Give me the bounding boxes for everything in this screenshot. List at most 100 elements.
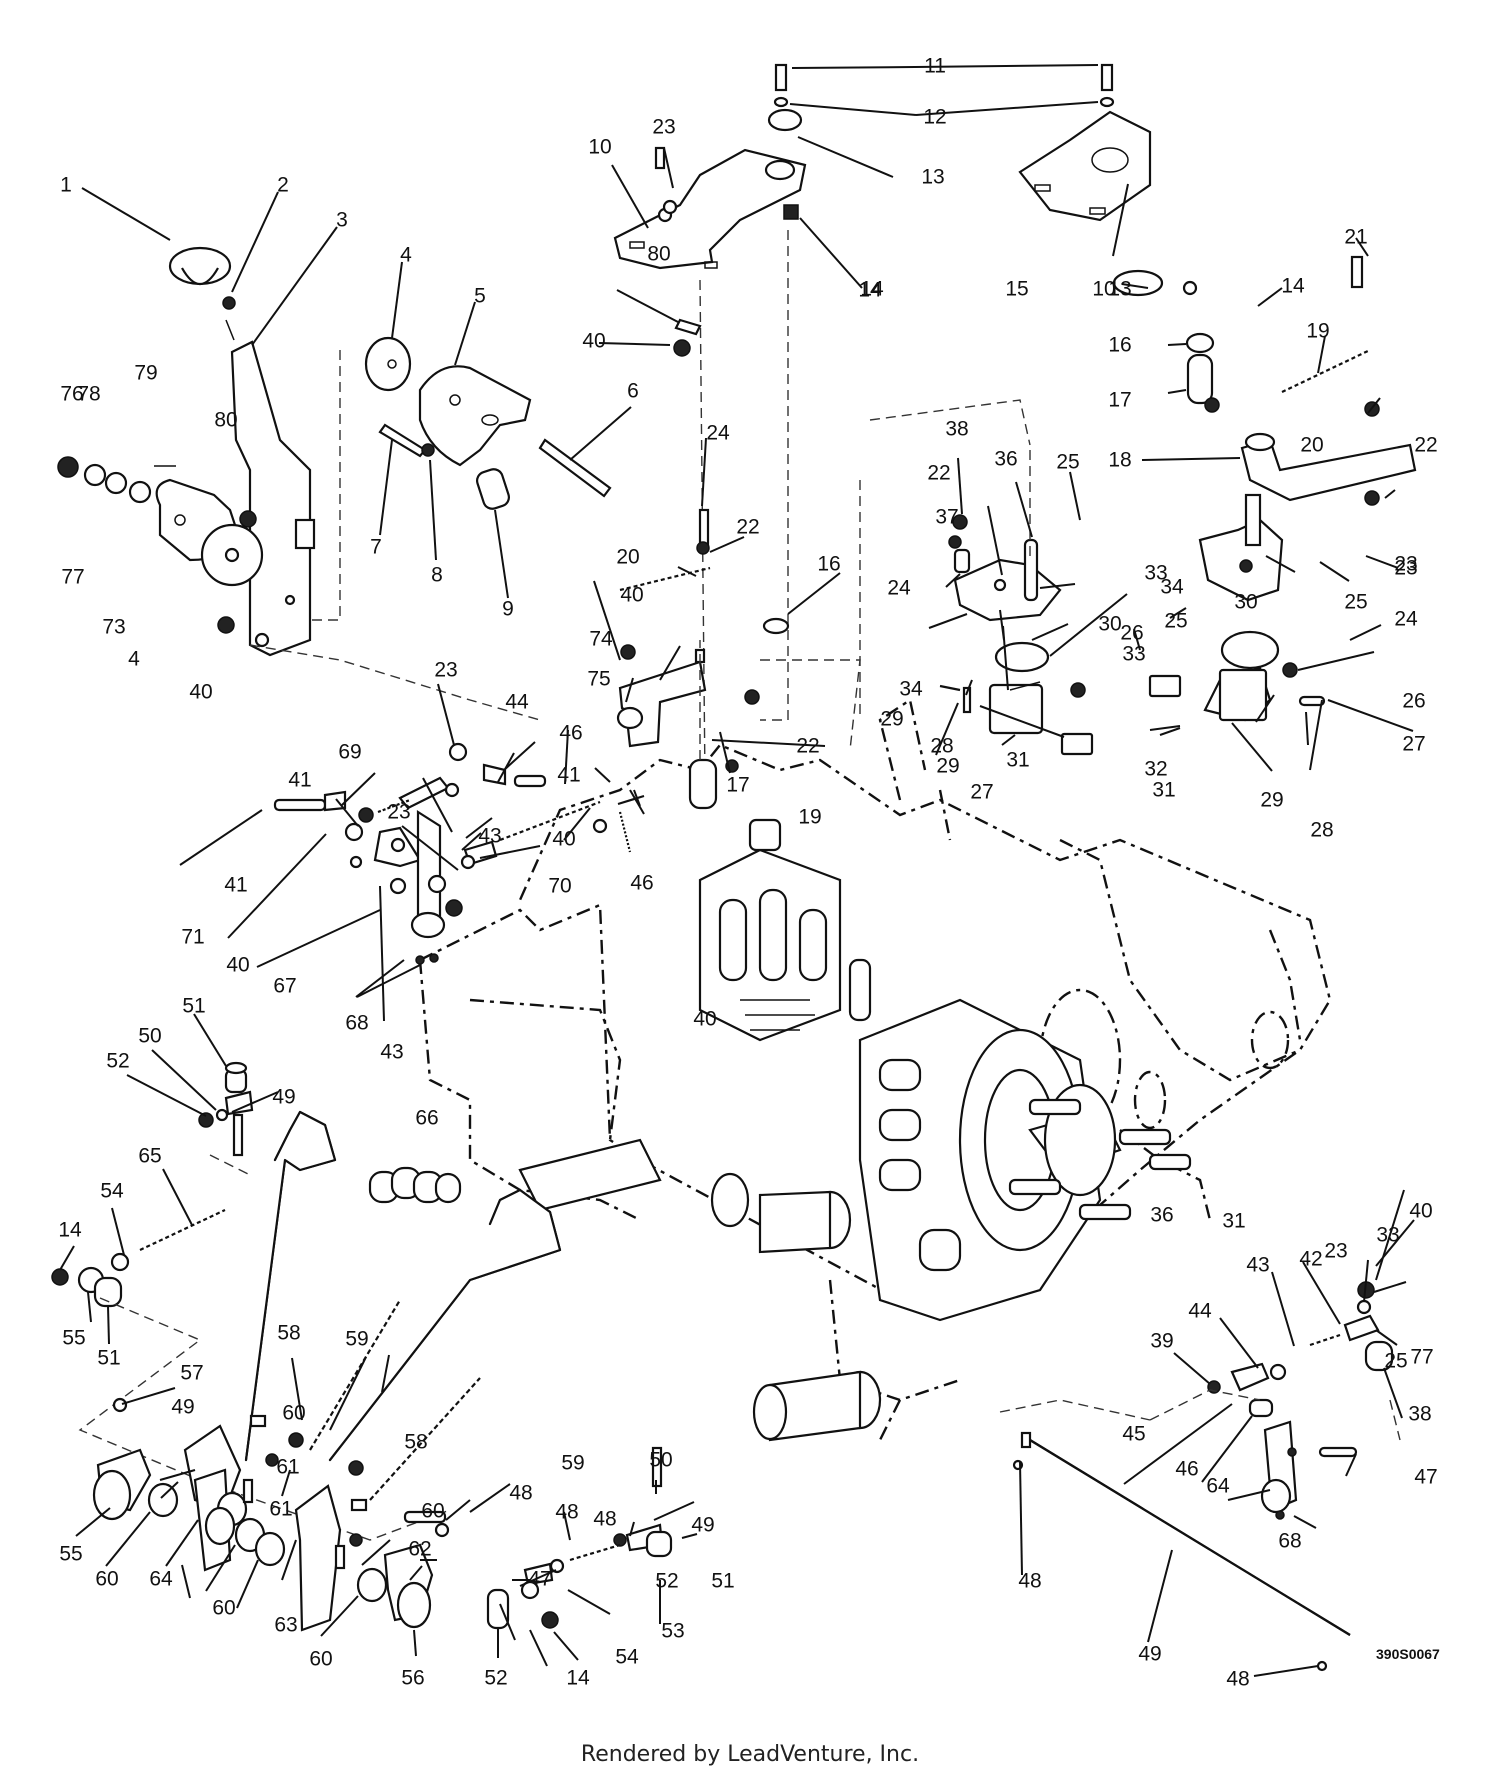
callout-label: 50 bbox=[138, 1025, 161, 1048]
callout-label: 37 bbox=[935, 506, 958, 529]
callout-label: 40 bbox=[693, 1008, 716, 1031]
callout-label: 51 bbox=[97, 1347, 120, 1370]
callout-label: 52 bbox=[106, 1050, 129, 1073]
callout-label: 12 bbox=[923, 106, 946, 129]
callout-label: 40 bbox=[1409, 1200, 1432, 1223]
callout-label: 5 bbox=[474, 285, 486, 308]
callout-label: 52 bbox=[655, 1570, 678, 1593]
callout-label: 11 bbox=[924, 55, 946, 78]
callout-label: 25 bbox=[1384, 1350, 1407, 1373]
callout-label: 34 bbox=[899, 678, 923, 701]
callout-label: 19 bbox=[1306, 320, 1329, 343]
callout-label: 34 bbox=[1160, 576, 1184, 599]
callout-label: 14 bbox=[58, 1219, 82, 1242]
callout-label: 30 bbox=[1098, 613, 1121, 636]
callout-label: 68 bbox=[345, 1012, 368, 1035]
callout-label: 28 bbox=[930, 735, 953, 758]
callout-label: 18 bbox=[1108, 449, 1131, 472]
callout-label: 58 bbox=[277, 1322, 300, 1345]
callout-label: 7 bbox=[370, 536, 382, 559]
shift-lever-assembly bbox=[57, 246, 541, 721]
callout-label: 69 bbox=[338, 741, 361, 764]
callout-label: 54 bbox=[615, 1646, 639, 1669]
callout-label: 27 bbox=[970, 781, 993, 804]
callout-label: 19 bbox=[798, 806, 821, 829]
callout-label: 3 bbox=[336, 209, 348, 232]
callout-labels: 1 2 3 4 5 6 7 8 9 10 11 12 13 14 15 13 1… bbox=[58, 55, 1437, 1691]
callout-label: 13 bbox=[921, 166, 944, 189]
callout-label: 26 bbox=[1402, 690, 1425, 713]
callout-label: 32 bbox=[1144, 758, 1167, 781]
callout-label: 41 bbox=[224, 874, 247, 897]
callout-label: 73 bbox=[102, 616, 125, 639]
callout-label: 49 bbox=[272, 1086, 295, 1109]
callout-label: 26 bbox=[1120, 622, 1143, 645]
callout-label: 46 bbox=[1175, 1458, 1198, 1481]
callout-label: 60 bbox=[212, 1597, 235, 1620]
callout-label: 80 bbox=[214, 409, 237, 432]
callout-label: 39 bbox=[1150, 1330, 1173, 1353]
lower-right-linkage bbox=[434, 1281, 1401, 1672]
callout-label: 54 bbox=[100, 1180, 124, 1203]
callout-label: 40 bbox=[189, 681, 212, 704]
callout-label: 48 bbox=[509, 1482, 532, 1505]
callout-label: 75 bbox=[587, 668, 610, 691]
callout-label: 25 bbox=[1056, 451, 1079, 474]
callout-label: 20 bbox=[616, 546, 639, 569]
upper-right-linkage bbox=[859, 255, 1417, 756]
callout-label: 23 bbox=[1394, 557, 1417, 580]
callout-label: 1 bbox=[60, 174, 72, 197]
callout-label: 80 bbox=[647, 243, 670, 266]
callout-label: 24 bbox=[887, 577, 911, 600]
callout-label: 13 bbox=[1108, 278, 1131, 301]
callout-label: 46 bbox=[559, 722, 582, 745]
callout-label: 40 bbox=[552, 828, 575, 851]
callout-label: 51 bbox=[711, 1570, 734, 1593]
callout-label: 40 bbox=[582, 330, 605, 353]
callout-label: 65 bbox=[138, 1145, 161, 1168]
callout-label: 24 bbox=[706, 422, 730, 445]
callout-label: 23 bbox=[652, 116, 675, 139]
callout-label: 64 bbox=[149, 1568, 173, 1591]
callout-label: 10 bbox=[1092, 278, 1115, 301]
left-rod-linkage bbox=[273, 742, 645, 965]
top-plates bbox=[613, 63, 1152, 781]
callout-label: 27 bbox=[1402, 733, 1425, 756]
callout-label: 38 bbox=[945, 418, 968, 441]
callout-label: 43 bbox=[478, 825, 501, 848]
shafts bbox=[518, 1083, 1192, 1442]
callout-label: 40 bbox=[620, 584, 643, 607]
transmission-housing bbox=[698, 818, 1102, 1322]
callout-label: 42 bbox=[1299, 1248, 1322, 1271]
callout-label: 14 bbox=[860, 278, 884, 301]
callout-label: 44 bbox=[505, 691, 529, 714]
callout-label: 25 bbox=[1164, 610, 1187, 633]
callout-label: 8 bbox=[431, 564, 443, 587]
callout-label: 31 bbox=[1152, 779, 1175, 802]
callout-label: 46 bbox=[630, 872, 653, 895]
callout-label: 14 bbox=[1281, 275, 1305, 298]
callout-label: 44 bbox=[1188, 1300, 1212, 1323]
callout-label: 16 bbox=[1108, 334, 1131, 357]
callout-label: 23 bbox=[387, 801, 410, 824]
callout-label: 14 bbox=[858, 279, 882, 302]
callout-label: 48 bbox=[555, 1501, 578, 1524]
callout-label: 74 bbox=[589, 628, 613, 651]
callout-label: 59 bbox=[345, 1328, 368, 1351]
callout-label: 60 bbox=[282, 1402, 305, 1425]
lever-rods bbox=[92, 1110, 562, 1632]
callout-label: 63 bbox=[274, 1614, 297, 1637]
callout-label: 68 bbox=[1278, 1530, 1301, 1553]
middle-linkage bbox=[616, 508, 861, 810]
callout-label: 9 bbox=[502, 598, 514, 621]
callout-label: 47 bbox=[528, 1568, 551, 1591]
callout-label: 79 bbox=[134, 362, 157, 385]
callout-label: 23 bbox=[1394, 553, 1417, 576]
callout-label: 22 bbox=[736, 516, 759, 539]
callout-label: 62 bbox=[408, 1538, 431, 1561]
callout-label: 29 bbox=[1260, 789, 1283, 812]
callout-label: 60 bbox=[421, 1500, 444, 1523]
callout-label: 22 bbox=[927, 462, 950, 485]
callout-label: 78 bbox=[77, 383, 100, 406]
